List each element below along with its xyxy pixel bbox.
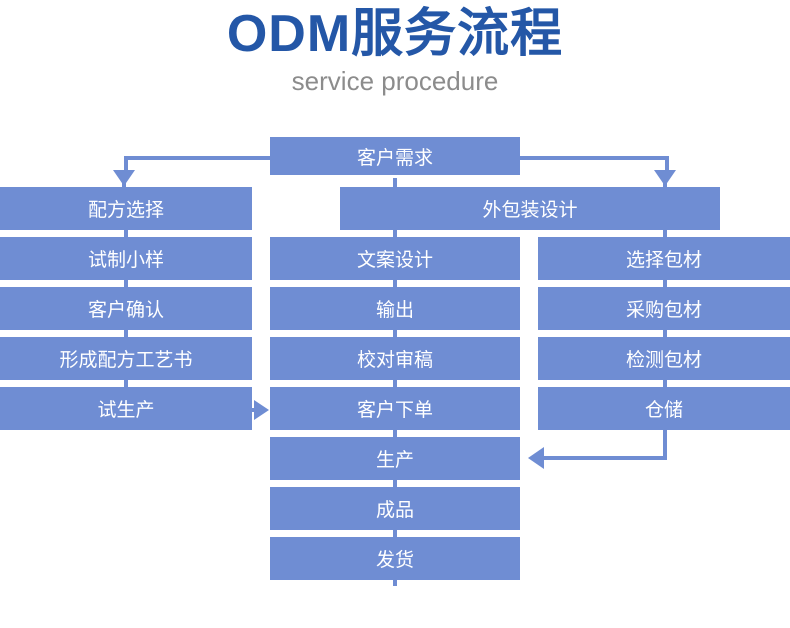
connector-warehouse-to-production-horizontal [539, 456, 667, 460]
flow-box-purchase-packaging[interactable]: 采购包材 [538, 287, 790, 330]
flow-box-label: 发货 [375, 550, 414, 571]
flow-box-production[interactable]: 生产 [270, 437, 520, 480]
flow-box-label: 检测包材 [625, 350, 702, 371]
connector-start-to-right-vertical [665, 156, 669, 178]
flow-box-label: 客户需求 [356, 147, 433, 169]
flow-box-label: 采购包材 [625, 300, 702, 321]
flow-box-label: 文案设计 [356, 250, 433, 271]
flow-box-inspect-packaging[interactable]: 检测包材 [538, 337, 790, 380]
flow-box-copywriting-design[interactable]: 文案设计 [270, 237, 520, 280]
flow-box-label: 形成配方工艺书 [59, 350, 193, 371]
flow-box-label: 外包装设计 [482, 200, 578, 221]
flow-box-label: 配方选择 [87, 200, 164, 221]
flow-box-label: 输出 [375, 300, 414, 321]
connector-start-to-left-horizontal [124, 156, 274, 160]
flow-box-formula-process-document[interactable]: 形成配方工艺书 [0, 337, 252, 380]
arrow-warehouse-to-production [528, 447, 544, 469]
arrow-trial-production-to-order [254, 400, 269, 420]
flow-box-label: 生产 [375, 450, 414, 471]
flow-box-output[interactable]: 输出 [270, 287, 520, 330]
flow-box-label: 试制小样 [87, 250, 164, 271]
connector-right-arrow-stem [663, 182, 667, 190]
flow-box-proofreading[interactable]: 校对审稿 [270, 337, 520, 380]
flow-box-label: 选择包材 [625, 250, 702, 271]
flow-box-label: 成品 [375, 500, 414, 521]
connector-center-column-spine [393, 178, 397, 586]
flow-box-finished-product[interactable]: 成品 [270, 487, 520, 530]
flow-box-label: 客户确认 [87, 300, 164, 321]
flow-box-package-design[interactable]: 外包装设计 [340, 187, 720, 230]
page-subtitle: service procedure [291, 66, 499, 96]
connector-start-to-right-horizontal [518, 156, 669, 160]
connector-left-arrow-stem [122, 182, 126, 190]
flow-box-label: 客户下单 [356, 400, 433, 421]
flow-box-trial-sample[interactable]: 试制小样 [0, 237, 252, 280]
flow-box-trial-production[interactable]: 试生产 [0, 387, 252, 430]
flow-box-customer-confirmation[interactable]: 客户确认 [0, 287, 252, 330]
flow-box-shipping[interactable]: 发货 [270, 537, 520, 580]
arrow-start-to-package-design [654, 170, 676, 186]
flow-box-label: 仓储 [644, 400, 683, 421]
connector-start-to-left-vertical [124, 156, 128, 178]
flow-box-formula-selection[interactable]: 配方选择 [0, 187, 252, 230]
flow-box-label: 试生产 [97, 400, 155, 421]
flow-box-customer-requirement[interactable]: 客户需求 [270, 137, 520, 175]
flow-box-customer-order[interactable]: 客户下单 [270, 387, 520, 430]
flow-box-label: 校对审稿 [356, 350, 433, 371]
arrow-start-to-formula-selection [113, 170, 135, 186]
page-title: ODM服务流程 [226, 5, 564, 63]
flow-box-select-packaging[interactable]: 选择包材 [538, 237, 790, 280]
flow-box-warehousing[interactable]: 仓储 [538, 387, 790, 430]
